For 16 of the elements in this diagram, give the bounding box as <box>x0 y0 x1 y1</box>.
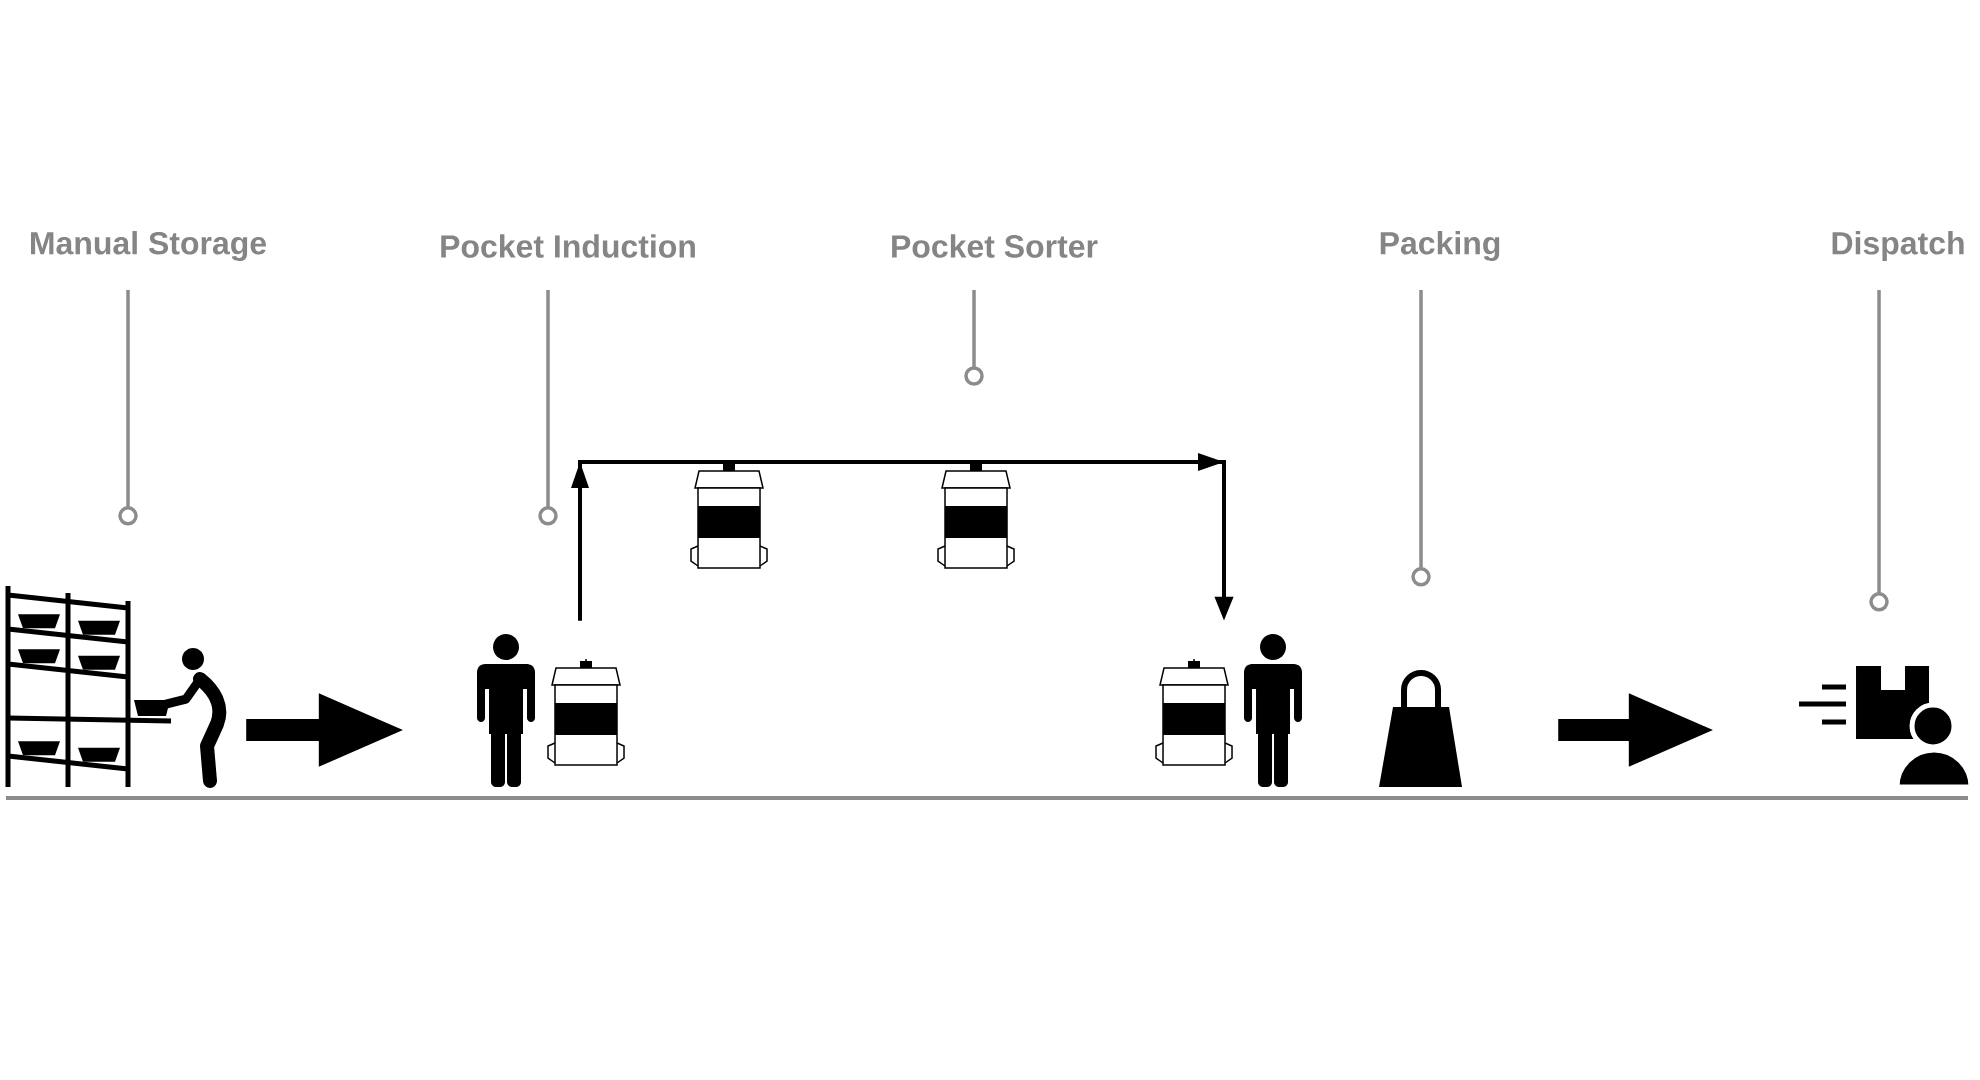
leader-line <box>538 290 558 526</box>
conveyor-arrow <box>571 453 1234 621</box>
leader-line <box>118 290 138 526</box>
shelf-worker-drawing <box>5 586 227 788</box>
bag-icon <box>1379 670 1462 787</box>
packing-station-drawing <box>1155 634 1302 787</box>
induction-station-drawing <box>477 634 625 787</box>
stage-label: Pocket Induction <box>441 234 695 258</box>
leader-line <box>1411 290 1431 587</box>
stage-label: Dispatch <box>1832 231 1964 261</box>
leader-line <box>1869 290 1889 612</box>
stage-label: Manual Storage <box>31 231 266 261</box>
leader-line <box>964 290 984 386</box>
stage-label: Packing <box>1380 231 1500 261</box>
dispatch-icon <box>1799 666 1974 790</box>
stage-label: Pocket Sorter <box>892 234 1098 258</box>
